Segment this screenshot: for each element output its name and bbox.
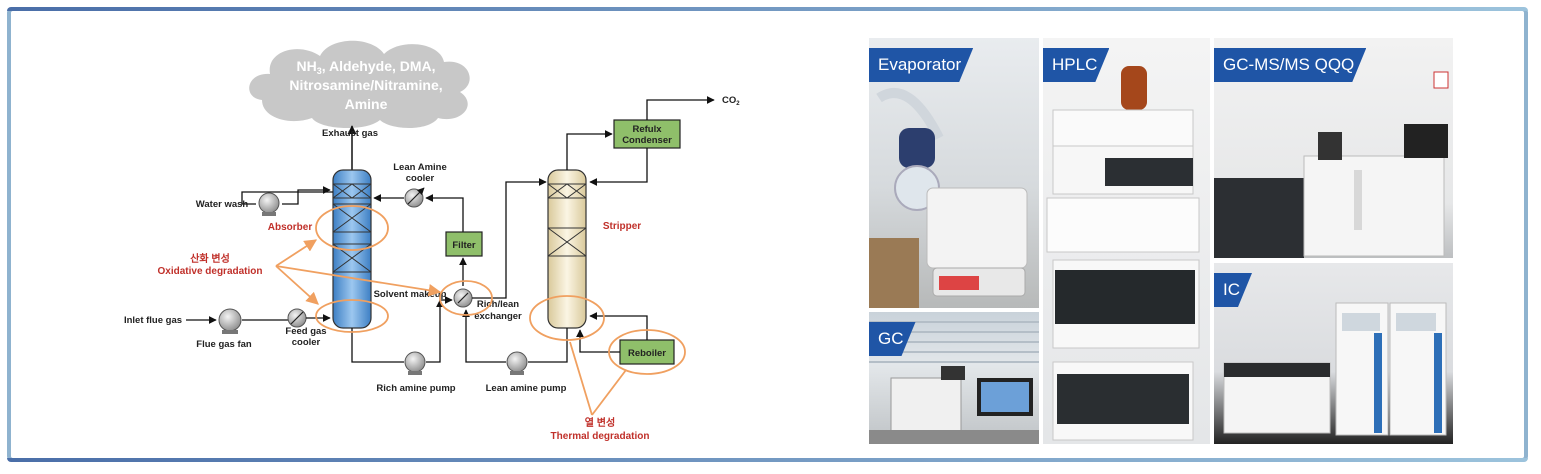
oxidative-degradation-en: Oxidative degradation — [157, 266, 262, 277]
evaporator-tag: Evaporator — [869, 48, 973, 82]
feed-gas-cooler-icon — [287, 308, 307, 328]
evaporator-illustration — [869, 88, 1028, 308]
flue-gas-fan-label: Flue gas fan — [196, 339, 252, 350]
water-wash-label: Water wash — [196, 199, 249, 210]
refulx-condenser-label-2: Condenser — [622, 135, 672, 146]
cloud-line2: Nitrosamine/Nitramine, — [289, 77, 442, 93]
lean-amine-pump-label: Lean amine pump — [486, 383, 567, 394]
filter-box: Filter — [445, 231, 483, 257]
svg-text:NH3, Aldehyde, DMA,: NH3, Aldehyde, DMA, — [296, 58, 435, 76]
reboiler-label: Reboiler — [628, 348, 666, 359]
stripper-column — [547, 169, 587, 329]
degradation-highlights — [315, 205, 686, 375]
lean-amine-cooler-label-1: Lean Amine — [393, 162, 447, 173]
refulx-condenser-label-1: Refulx — [632, 124, 662, 135]
feed-gas-cooler-label-1: Feed gas — [285, 326, 326, 337]
water-wash-pump-icon — [258, 192, 280, 216]
inlet-flue-gas-label: Inlet flue gas — [124, 315, 182, 326]
cloud-line3: Amine — [345, 96, 388, 112]
lean-amine-cooler-icon — [404, 187, 425, 208]
cloud-line1-post: , Aldehyde, DMA, — [322, 58, 436, 74]
evaporator-photo: Evaporator — [869, 38, 1039, 308]
hplc-photo: HPLC — [1043, 38, 1210, 444]
rich-lean-exchanger-icon — [453, 288, 473, 308]
lean-amine-pump-icon — [506, 351, 528, 375]
gc-illustration — [869, 321, 1039, 444]
process-diagram: NH3, Aldehyde, DMA, Nitrosamine/Nitramin… — [124, 40, 740, 442]
rich-lean-exchanger-label-1: Rich/lean — [477, 299, 519, 310]
oxidative-degradation-ko: 산화 변성 — [190, 252, 230, 265]
gc-photo: GC — [869, 312, 1039, 444]
thermal-degradation-ko: 열 변성 — [585, 416, 615, 429]
degradation-arrows — [275, 239, 627, 416]
rich-amine-pump-icon — [404, 351, 426, 375]
hplc-illustration — [1046, 66, 1200, 441]
emission-cloud: NH3, Aldehyde, DMA, Nitrosamine/Nitramin… — [249, 40, 470, 129]
filter-label: Filter — [452, 240, 476, 251]
rich-lean-exchanger-label-2: exchanger — [474, 311, 522, 322]
stripper-label: Stripper — [603, 221, 641, 232]
lean-amine-cooler-label-2: cooler — [406, 173, 435, 184]
ic-photo: IC — [1214, 263, 1453, 444]
exhaust-gas-label: Exhaust gas — [322, 128, 378, 139]
feed-gas-cooler-label-2: cooler — [292, 337, 321, 348]
gcmsms-photo: GC-MS/MS QQQ — [1214, 38, 1453, 258]
rich-amine-pump-label: Rich amine pump — [376, 383, 455, 394]
gcmsms-illustration — [1214, 71, 1449, 258]
thermal-degradation-en: Thermal degradation — [551, 431, 650, 442]
ic-illustration — [1223, 302, 1447, 436]
refulx-condenser-box: Refulx Condenser — [613, 119, 681, 149]
co2-label: CO2 — [722, 95, 740, 107]
cloud-line1-pre: NH — [296, 58, 316, 74]
co2-pre: CO — [722, 95, 736, 106]
cloud-line1-sub: 3 — [317, 66, 322, 76]
co2-sub: 2 — [736, 101, 740, 107]
flue-gas-fan-icon — [218, 308, 242, 334]
gcmsms-tag: GC-MS/MS QQQ — [1214, 48, 1366, 82]
solvent-makeup-label: Solvent makeup — [374, 289, 447, 300]
absorber-label: Absorber — [268, 222, 313, 233]
reboiler-box: Reboiler — [619, 339, 675, 365]
